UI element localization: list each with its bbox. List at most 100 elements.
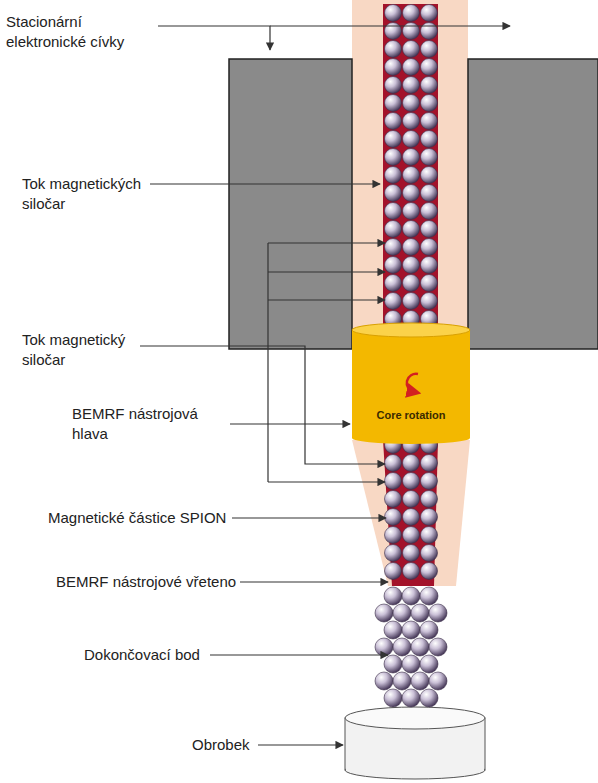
tool-spindle [352, 440, 470, 586]
spion-particle [403, 527, 420, 544]
spion-particle [385, 185, 402, 202]
spion-particle [403, 221, 420, 238]
spion-particle [385, 59, 402, 76]
spion-particle [385, 221, 402, 238]
spion-particle [421, 59, 438, 76]
spion-particle [403, 167, 420, 184]
spion-particle [385, 77, 402, 94]
spion-particle [421, 455, 438, 472]
spion-particle [403, 563, 420, 580]
spion-particle [421, 257, 438, 274]
spion-particle [421, 23, 438, 40]
spion-particle [421, 509, 438, 526]
spion-particle [384, 621, 402, 639]
spion-particle [385, 5, 402, 22]
spion-particle [429, 638, 447, 656]
spion-particle [384, 689, 402, 707]
part-label: Dokončovací bod [84, 645, 200, 665]
spion-particle [403, 473, 420, 490]
rotation-arrow [407, 374, 418, 392]
spion-particle [393, 672, 411, 690]
spion-particle [421, 185, 438, 202]
spion-particle [421, 491, 438, 508]
spion-particle [403, 113, 420, 130]
spion-particle [375, 672, 393, 690]
spindle-channel [383, 440, 438, 586]
spion-particle [403, 257, 420, 274]
spion-particle [421, 131, 438, 148]
spion-particle [385, 455, 402, 472]
spion-particle [421, 167, 438, 184]
spion-particle [385, 545, 402, 562]
spion-particle [385, 131, 402, 148]
spion-particle [385, 275, 402, 292]
spion-particle [403, 239, 420, 256]
part-label: Stacionární elektronické cívky [6, 12, 156, 52]
spion-particle [403, 95, 420, 112]
tool-head-bottom [352, 432, 470, 444]
spion-particle [385, 239, 402, 256]
spion-particle [421, 5, 438, 22]
spion-particle [403, 509, 420, 526]
tool-tube [352, 0, 468, 340]
spion-particle [403, 185, 420, 202]
spion-particle [403, 275, 420, 292]
spion-particle [429, 672, 447, 690]
rotation-label: Core rotation [376, 409, 445, 421]
spion-particle [420, 689, 438, 707]
spion-particle [385, 167, 402, 184]
spion-particle [385, 473, 402, 490]
spion-particle [375, 604, 393, 622]
tool-head-box: Core rotation [352, 400, 470, 430]
part-label: Tok magnetický siločar [22, 330, 142, 370]
spion-particle [403, 293, 420, 310]
part-label: BEMRF nástrojové vřeteno [56, 572, 236, 592]
spion-particle [421, 221, 438, 238]
spion-particle [421, 203, 438, 220]
spion-particle [402, 655, 420, 673]
spion-particle [402, 689, 420, 707]
spion-particle [403, 77, 420, 94]
spion-particle [421, 545, 438, 562]
coil-right [468, 59, 598, 349]
spion-particle [411, 672, 429, 690]
spion-particle [421, 77, 438, 94]
spion-particle [421, 113, 438, 130]
spion-particle [420, 655, 438, 673]
spion-particle [385, 203, 402, 220]
spion-particle [403, 59, 420, 76]
spion-particle [403, 203, 420, 220]
spion-particle [421, 239, 438, 256]
leader-lines [140, 26, 510, 745]
part-label: Tok magnetických siločar [22, 174, 152, 214]
spion-particle [385, 509, 402, 526]
spion-particle [403, 149, 420, 166]
spion-particle [385, 149, 402, 166]
spion-particle [403, 41, 420, 58]
spion-particle [402, 621, 420, 639]
spion-particle [393, 638, 411, 656]
part-label: BEMRF nástrojová hlava [72, 404, 232, 444]
spion-particle [421, 293, 438, 310]
tool-head [352, 330, 470, 438]
spion-particle [385, 527, 402, 544]
spion-particle [411, 604, 429, 622]
spion-particle [385, 113, 402, 130]
spion-particle [421, 563, 438, 580]
spion-particle [385, 293, 402, 310]
spion-particle [403, 23, 420, 40]
spion-particle [421, 527, 438, 544]
spion-particle [375, 638, 393, 656]
spion-particle [384, 587, 402, 605]
spion-particle [403, 131, 420, 148]
spion-particle [420, 621, 438, 639]
spion-particle [421, 149, 438, 166]
coil-left [229, 59, 352, 349]
spion-particle [403, 491, 420, 508]
workpiece-top [345, 707, 485, 729]
spion-particle [384, 655, 402, 673]
particle-channel [383, 4, 438, 340]
spion-particle [402, 587, 420, 605]
spion-particle [421, 473, 438, 490]
